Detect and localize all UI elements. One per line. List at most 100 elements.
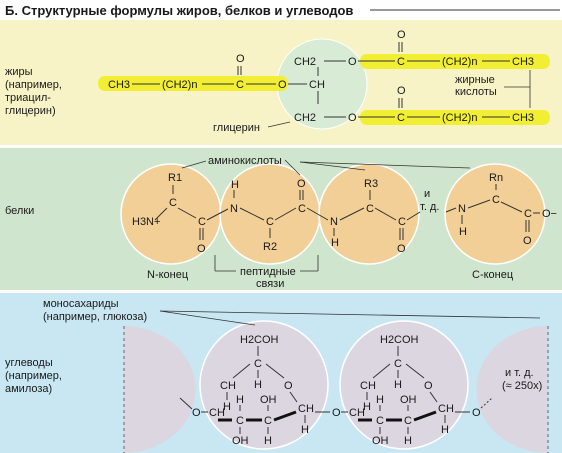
n-terminus-label: N-конец xyxy=(147,269,189,281)
carbonyl-c-2: C xyxy=(298,203,306,215)
svg-text:O: O xyxy=(424,380,433,392)
svg-text:H: H xyxy=(376,394,384,406)
peptide-bonds-callout: пептидные связи xyxy=(214,255,319,290)
svg-text:и т. д.: и т. д. xyxy=(505,367,534,379)
fatty-acid-bar-left xyxy=(98,76,288,91)
carbonyl-c-top: C xyxy=(397,56,405,68)
ester-o-bottom: O xyxy=(348,112,357,124)
alpha-c-2: C xyxy=(266,216,274,228)
svg-text:CH: CH xyxy=(349,407,365,419)
svg-text:CH: CH xyxy=(438,403,454,415)
ester-o-top: O xyxy=(348,56,357,68)
carbonyl-o-2: O xyxy=(297,178,306,190)
ch3-left: CH3 xyxy=(108,79,130,91)
svg-text:и: и xyxy=(424,188,430,200)
amino-acid-circle-3 xyxy=(318,163,420,265)
glycosidic-o-2: O xyxy=(332,407,341,419)
svg-text:H: H xyxy=(301,424,309,436)
svg-text:жиры: жиры xyxy=(5,66,33,78)
svg-text:C: C xyxy=(264,415,272,427)
ester-o-left: O xyxy=(278,79,287,91)
svg-text:CH: CH xyxy=(209,407,225,419)
svg-text:глицерин: глицерин xyxy=(213,122,260,134)
ch2n-bottom: (CH2)n xyxy=(442,112,477,124)
svg-text:C: C xyxy=(394,358,402,370)
amide-n-1: N xyxy=(230,203,238,215)
svg-text:т. д.: т. д. xyxy=(420,201,439,213)
svg-text:CH: CH xyxy=(220,380,236,392)
amide-n-n: N xyxy=(458,203,466,215)
carbs-etc-label: и т. д. (≈ 250x) xyxy=(502,367,542,392)
glycerol-ch2-bottom: CH2 xyxy=(294,112,316,124)
alpha-c-3: C xyxy=(366,203,374,215)
svg-text:связи: связи xyxy=(256,278,284,290)
svg-text:H: H xyxy=(441,424,449,436)
svg-text:(≈ 250x): (≈ 250x) xyxy=(502,380,542,392)
proteins-etc-label: и т. д. xyxy=(420,188,439,213)
svg-text:OH: OH xyxy=(400,394,417,406)
glucose-circle-1 xyxy=(199,320,329,450)
carbonyl-o-top: O xyxy=(397,29,406,41)
svg-text:жирные: жирные xyxy=(455,74,495,86)
svg-text:(например,: (например, xyxy=(5,79,62,91)
svg-text:CH: CH xyxy=(298,403,314,415)
ch2n-left: (CH2)n xyxy=(162,79,197,91)
svg-text:H: H xyxy=(254,379,262,391)
carb-partial-circle-left xyxy=(124,326,196,453)
amide-h-1: H xyxy=(231,179,239,191)
glycerol-ch: CH xyxy=(309,79,325,91)
glycerol-ch2-top: CH2 xyxy=(294,56,316,68)
fatty-acids-callout: жирные кислоты xyxy=(455,70,531,108)
carbonyl-c-left: C xyxy=(236,79,244,91)
svg-text:C: C xyxy=(254,358,262,370)
carbonyl-o-3: O xyxy=(397,243,406,255)
svg-text:углеводы: углеводы xyxy=(5,357,53,369)
alpha-c-n: C xyxy=(492,194,500,206)
proteins-section-label: белки xyxy=(5,205,34,217)
carbonyl-c-3: C xyxy=(398,216,406,228)
svg-text:OH: OH xyxy=(260,394,277,406)
h3n-plus: H3N+ xyxy=(132,216,160,228)
carbonyl-o-1: O xyxy=(197,243,206,255)
fatty-acid-bar-bottom xyxy=(360,110,550,125)
glucose-ring-2: H2COH C H CH O H CH H CH C C H OH OH H xyxy=(349,334,454,447)
svg-text:пептидные: пептидные xyxy=(240,266,296,278)
svg-text:кислоты: кислоты xyxy=(455,86,497,98)
r3-label: R3 xyxy=(364,178,378,190)
carboxyl-o: O xyxy=(523,235,532,247)
glycosidic-o-3: O xyxy=(472,407,481,419)
svg-text:H2COH: H2COH xyxy=(240,334,279,346)
carbonyl-o-left: O xyxy=(236,53,245,65)
amino-acids-callout: аминокислоты xyxy=(181,155,471,176)
glucose-circle-2 xyxy=(339,320,469,450)
fatty-acid-bar-top xyxy=(360,54,550,69)
header-title: Б. Структурные формулы жиров, белков и у… xyxy=(5,3,353,18)
amino-acid-circle-n xyxy=(444,163,546,265)
carbonyl-c-bottom: C xyxy=(397,112,405,124)
amide-h-n: H xyxy=(459,226,467,238)
svg-text:OH: OH xyxy=(232,435,249,447)
alpha-c-1: C xyxy=(169,197,177,209)
monosaccharides-callout: моносахариды (например, глюкоза) xyxy=(43,298,541,326)
svg-text:OH: OH xyxy=(372,435,389,447)
carboxyl-o-minus: O− xyxy=(542,208,557,220)
c-terminus-label: C-конец xyxy=(472,269,514,281)
rn-label: Rn xyxy=(489,172,503,184)
svg-text:(например, глюкоза): (например, глюкоза) xyxy=(43,311,147,323)
svg-text:CH: CH xyxy=(360,380,376,392)
svg-text:аминокислоты: аминокислоты xyxy=(208,155,282,167)
svg-text:H2COH: H2COH xyxy=(380,334,419,346)
ch2n-top: (CH2)n xyxy=(442,56,477,68)
svg-text:H: H xyxy=(394,379,402,391)
r2-label: R2 xyxy=(263,241,277,253)
svg-text:H: H xyxy=(264,435,272,447)
carbonyl-c-1: C xyxy=(198,216,206,228)
amide-n-2: N xyxy=(330,216,338,228)
amide-h-2: H xyxy=(331,237,339,249)
glucose-ring-1: H2COH C H CH O H CH H CH C C H OH OH H xyxy=(209,334,314,447)
svg-text:H: H xyxy=(223,401,231,413)
ch3-top: CH3 xyxy=(512,56,534,68)
svg-text:O: O xyxy=(284,380,293,392)
